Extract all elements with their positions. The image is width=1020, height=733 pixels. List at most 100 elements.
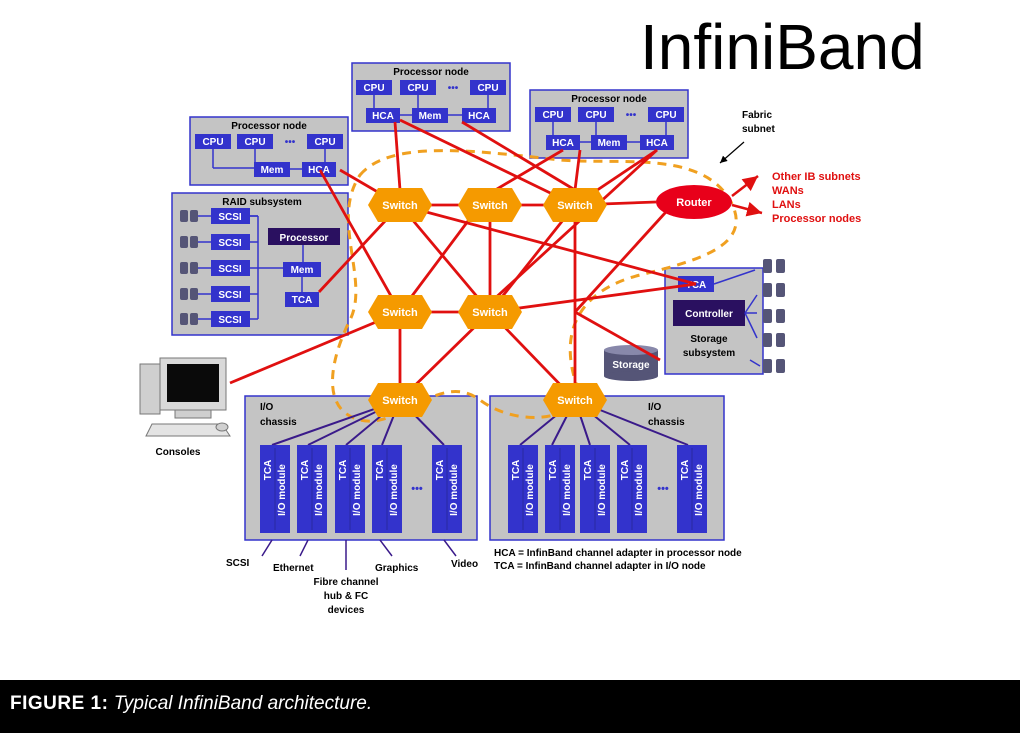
io-chassis-label-2: chassis: [260, 417, 297, 428]
cpu-label: CPU: [407, 83, 428, 94]
io-fibre-label-2: hub & FC: [324, 591, 368, 602]
io-connection-labels: SCSI Ethernet Fibre channel hub & FC dev…: [226, 539, 478, 616]
storage-tca-label: TCA: [686, 280, 707, 291]
processor-node-right: Processor node CPU CPU ••• CPU HCA Mem H…: [529, 89, 689, 159]
raid-tca-box: [285, 292, 319, 307]
module-tca-label: TCA: [548, 460, 559, 481]
disk-icon: [180, 262, 188, 274]
raid-processor-box: [268, 228, 340, 245]
hca-label: HCA: [308, 165, 330, 176]
storage-subsystem-label-2: subsystem: [683, 348, 735, 359]
hca-label: HCA: [468, 111, 490, 122]
fabric-link: [398, 204, 492, 313]
module-tca-label: TCA: [620, 460, 631, 481]
disk-icon: [190, 210, 198, 222]
raid-title: RAID subsystem: [222, 197, 302, 208]
module-tca-label: TCA: [435, 460, 446, 481]
scsi-label: SCSI: [218, 290, 242, 301]
scsi-box: [211, 208, 250, 224]
caption-bar: [0, 680, 1020, 733]
hca-label: HCA: [646, 138, 668, 149]
module-io-label: I/O module: [525, 464, 536, 516]
switch-label: Switch: [382, 307, 418, 319]
processor-node-title: Processor node: [231, 121, 307, 132]
hca-label: HCA: [552, 138, 574, 149]
module-io-label: I/O module: [562, 464, 573, 516]
raid-mem-label: Mem: [291, 265, 314, 276]
module-io-label: I/O module: [277, 464, 288, 516]
storage-subsystem-label-1: Storage: [690, 334, 728, 345]
io-chassis-label-1: I/O: [648, 402, 662, 413]
fabric-link: [574, 310, 661, 362]
switch-label: Switch: [557, 200, 593, 212]
cpu-label: CPU: [477, 83, 498, 94]
router-target: WANs: [772, 185, 804, 197]
hca-box: [366, 108, 400, 123]
module-io-label: I/O module: [597, 464, 608, 516]
disk-icon: [180, 288, 188, 300]
storage-subsystem: TCA Controller Storage subsystem: [664, 259, 785, 375]
disk-icon: [763, 333, 772, 347]
router: Router: [656, 185, 732, 219]
figure-caption: FIGURE 1: Typical InfiniBand architectur…: [10, 693, 372, 715]
raid-tca-label: TCA: [292, 295, 313, 306]
disk-icon: [776, 333, 785, 347]
switch-label: Switch: [382, 200, 418, 212]
processor-node-center: Processor node CPU CPU ••• CPU HCA Mem H…: [351, 62, 511, 132]
cpu-label: CPU: [542, 110, 563, 121]
switch: Switch: [368, 295, 432, 329]
fabric-link: [318, 169, 402, 313]
router-label: Router: [676, 197, 712, 209]
cpu-label: CPU: [655, 110, 676, 121]
infiniband-diagram: Processor node CPU CPU ••• CPU HCA Mem H…: [139, 62, 861, 616]
mem-box: [412, 108, 448, 123]
router-targets: Other IB subnets WANs LANs Processor nod…: [772, 171, 861, 225]
disk-icon: [776, 259, 785, 273]
disk-icon: [190, 236, 198, 248]
module-io-label: I/O module: [352, 464, 363, 516]
fabric-link: [461, 120, 576, 192]
hca-label: HCA: [372, 111, 394, 122]
disk-icon: [763, 283, 772, 297]
raid-processor-label: Processor: [280, 233, 329, 244]
switch: Switch: [458, 295, 522, 329]
fabric-link: [573, 201, 677, 313]
cpu-ellipsis: •••: [626, 110, 637, 121]
module-io-label: I/O module: [449, 464, 460, 516]
switch: Switch: [368, 383, 432, 417]
console-computer-icon: [139, 357, 231, 437]
io-fibre-label-3: devices: [328, 605, 365, 616]
cpu-ellipsis: •••: [285, 137, 296, 148]
cpu-box: [356, 80, 392, 95]
module-tca-label: TCA: [338, 460, 349, 481]
cpu-box: [470, 80, 506, 95]
module-tca-label: TCA: [583, 460, 594, 481]
fabric-subnet-label-1: Fabric: [742, 110, 772, 121]
disk-icon: [190, 288, 198, 300]
scsi-box: [211, 311, 250, 327]
module-ellipsis: •••: [657, 483, 669, 495]
scsi-label: SCSI: [218, 264, 242, 275]
scsi-label: SCSI: [218, 238, 242, 249]
fabric-link: [399, 203, 697, 286]
cpu-label: CPU: [585, 110, 606, 121]
scsi-box: [211, 260, 250, 276]
io-graphics-label: Graphics: [375, 563, 419, 574]
io-video-label: Video: [451, 559, 478, 570]
storage-label: Storage: [612, 360, 650, 371]
cpu-box: [400, 80, 436, 95]
caption-text: Typical InfiniBand architecture.: [113, 693, 373, 714]
disk-icon: [180, 236, 188, 248]
processor-node-title: Processor node: [571, 94, 647, 105]
fabric-subnet-label-2: subnet: [742, 124, 775, 135]
